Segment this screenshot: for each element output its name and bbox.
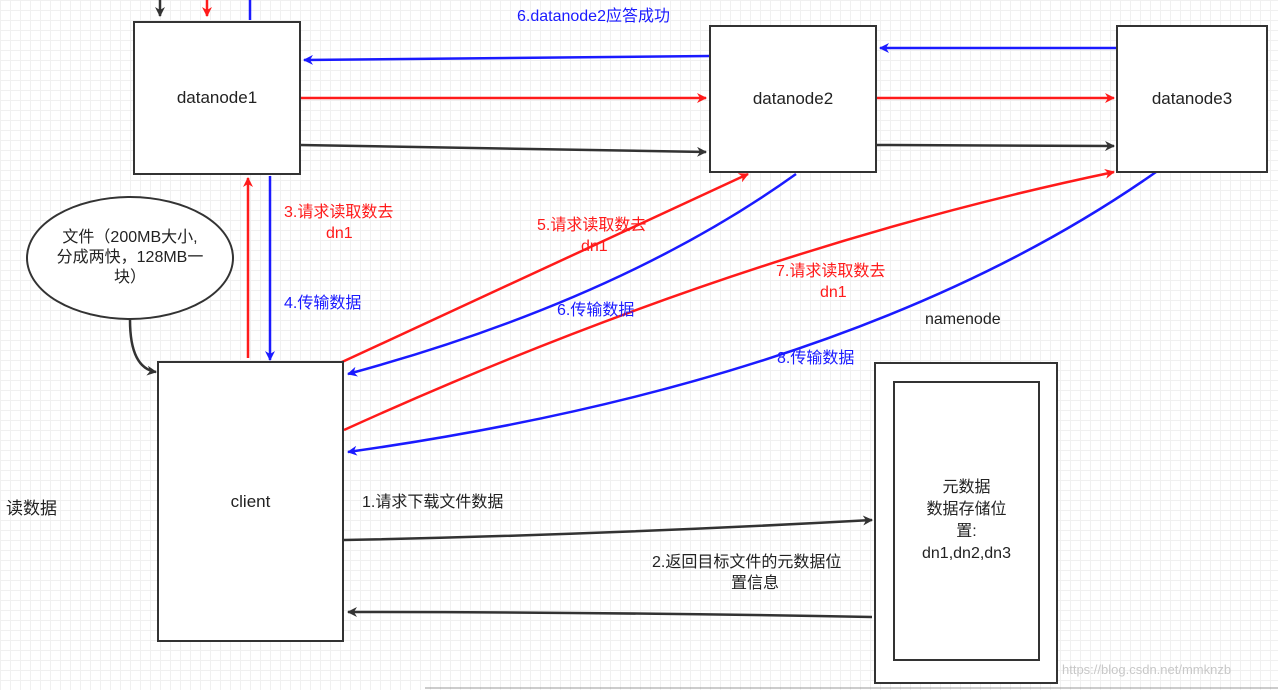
- client-to-dn2-red: [341, 172, 749, 364]
- datanode1-box: datanode1: [133, 21, 301, 175]
- step7-label-line1: 7.请求读取数去: [776, 263, 886, 280]
- step5-label-line2: dn1: [581, 238, 608, 255]
- step6-transfer-label: 6.传输数据: [557, 302, 635, 319]
- dn2-to-dn3-dark: [875, 140, 1115, 151]
- step3-label-line2: dn1: [326, 225, 353, 242]
- file-to-client-arrow: [128, 319, 157, 376]
- client-box: client: [157, 361, 344, 642]
- step6-top-label: 6.datanode2应答成功: [517, 8, 670, 25]
- dn2-to-client-blue: [347, 172, 797, 377]
- file-note-ellipse: 文件（200MB大小, 分成两快，128MB一 块）: [26, 196, 234, 320]
- metadata-line-4: dn1,dn2,dn3: [922, 545, 1011, 562]
- side-label: 读数据: [6, 499, 57, 518]
- step3-label-line1: 3.请求读取数去: [284, 204, 394, 221]
- client-to-namenode-arrow: [343, 515, 873, 542]
- datanode2-box: datanode2: [709, 25, 877, 173]
- step5-label-line1: 5.请求读取数去: [537, 217, 647, 234]
- client-label: client: [230, 491, 271, 511]
- namenode-to-client-arrow: [347, 607, 873, 619]
- step1-label: 1.请求下载文件数据: [362, 494, 504, 511]
- dn3-to-client-blue: [347, 170, 1157, 456]
- step4-label: 4.传输数据: [284, 295, 362, 312]
- dn1-to-dn2-dark: [299, 143, 707, 157]
- step8-label: 8.传输数据: [777, 350, 855, 367]
- client-to-dn3-red: [343, 168, 1115, 432]
- step2-label-line2: 置信息: [731, 575, 780, 592]
- metadata-line-2: 数据存储位: [926, 501, 1007, 518]
- datanode2-label: datanode2: [752, 89, 834, 108]
- step2-label-line1: 2.返回目标文件的元数据位: [652, 554, 842, 571]
- namenode-metadata-box: 元数据 数据存储位 置: dn1,dn2,dn3: [893, 381, 1040, 661]
- datanode3-label: datanode3: [1151, 89, 1233, 108]
- datanode1-label: datanode1: [176, 88, 258, 107]
- file-note-line-3: 块）: [113, 269, 146, 286]
- watermark-text: https://blog.csdn.net/mmknzb: [1062, 662, 1232, 677]
- dn2-to-dn1-blue: [303, 54, 711, 65]
- step7-label-line2: dn1: [820, 284, 847, 301]
- metadata-line-3: 置:: [956, 523, 977, 540]
- file-note-line-1: 文件（200MB大小,: [62, 229, 198, 246]
- file-note-line-2: 分成两快，128MB一: [56, 249, 204, 266]
- metadata-line-1: 元数据: [942, 479, 991, 496]
- datanode3-box: datanode3: [1116, 25, 1268, 173]
- namenode-title: namenode: [925, 311, 1001, 328]
